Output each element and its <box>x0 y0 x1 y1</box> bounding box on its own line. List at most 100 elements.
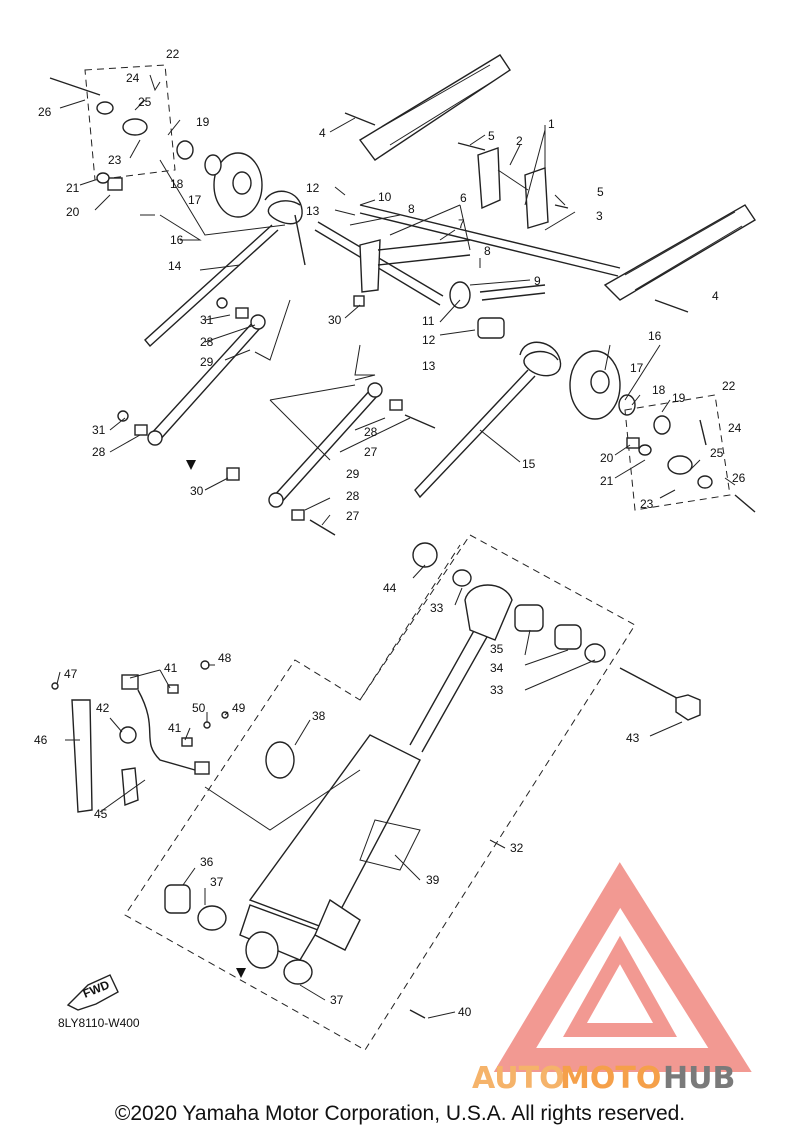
callout-28: 28 <box>200 335 214 349</box>
callout-3: 3 <box>596 209 603 223</box>
callout-15: 15 <box>522 457 536 471</box>
callout-25: 25 <box>138 95 152 109</box>
callout-4: 4 <box>712 289 719 303</box>
callout-23: 23 <box>108 153 122 167</box>
callout-29: 29 <box>346 467 360 481</box>
callout-19: 19 <box>672 391 686 405</box>
torsion-spring-right <box>414 341 562 499</box>
callout-17: 17 <box>630 361 644 375</box>
callout-18: 18 <box>652 383 666 397</box>
callout-1: 1 <box>548 117 555 131</box>
callout-46: 46 <box>34 733 48 747</box>
callout-30: 30 <box>190 484 204 498</box>
callout-14: 14 <box>168 259 182 273</box>
callout-33: 33 <box>430 601 444 615</box>
sensor-harness <box>51 660 229 813</box>
callout-24: 24 <box>126 71 140 85</box>
callout-labels: 1 2 3 4 4 5 5 6 7 8 8 9 10 11 12 12 13 1… <box>34 47 746 1019</box>
callout-41: 41 <box>164 661 178 675</box>
shaft <box>359 204 621 277</box>
torsion-spring-left <box>144 190 306 348</box>
callout-38: 38 <box>312 709 326 723</box>
callout-10: 10 <box>378 190 392 204</box>
idler-wheel-left <box>176 140 263 218</box>
watermark-logo <box>493 862 752 1072</box>
callout-9: 9 <box>534 274 541 288</box>
callout-17: 17 <box>188 193 202 207</box>
callout-37: 37 <box>210 875 224 889</box>
pin <box>479 284 546 301</box>
callout-41: 41 <box>168 721 182 735</box>
callout-21: 21 <box>66 181 80 195</box>
shock-absorber <box>239 584 513 969</box>
callout-31: 31 <box>92 423 106 437</box>
leader-lines <box>56 74 736 1019</box>
callout-28: 28 <box>346 489 360 503</box>
callout-26: 26 <box>732 471 746 485</box>
callout-26: 26 <box>38 105 52 119</box>
callout-21: 21 <box>600 474 614 488</box>
callout-40: 40 <box>458 1005 472 1019</box>
callout-39: 39 <box>426 873 440 887</box>
callout-20: 20 <box>66 205 80 219</box>
callout-22: 22 <box>166 47 180 61</box>
callout-11: 11 <box>422 314 435 328</box>
svg-text:MOTO: MOTO <box>560 1061 661 1096</box>
shock-hardware <box>164 542 701 1019</box>
svg-text:HUB: HUB <box>663 1061 735 1096</box>
callout-13: 13 <box>422 359 436 373</box>
watermark-text: AUTO MOTO HUB <box>472 1061 735 1096</box>
callout-32: 32 <box>510 841 524 855</box>
callout-20: 20 <box>600 451 614 465</box>
callout-27: 27 <box>346 509 360 523</box>
pivot-arm <box>314 221 471 309</box>
callout-27: 27 <box>364 445 378 459</box>
frame-rail-upper <box>358 54 511 161</box>
reference-markers <box>186 460 246 978</box>
callout-29: 29 <box>200 355 214 369</box>
callout-19: 19 <box>196 115 210 129</box>
callout-45: 45 <box>94 807 108 821</box>
callout-33: 33 <box>490 683 504 697</box>
callout-28: 28 <box>364 425 378 439</box>
callout-7: 7 <box>458 217 465 231</box>
callout-6: 6 <box>460 191 467 205</box>
bracket-kit-right <box>624 394 731 511</box>
link-rod-right <box>268 382 383 508</box>
callout-12: 12 <box>306 181 320 195</box>
small-fasteners <box>49 77 756 536</box>
callout-24: 24 <box>728 421 742 435</box>
callout-25: 25 <box>710 446 724 460</box>
bracket-kit-left <box>84 64 176 191</box>
callout-30: 30 <box>328 313 342 327</box>
shock-absorber-group <box>124 534 636 1051</box>
callout-35: 35 <box>490 642 504 656</box>
callout-34: 34 <box>490 661 504 675</box>
frame-rail-lower <box>603 204 756 301</box>
callout-48: 48 <box>218 651 232 665</box>
idler-wheel-right <box>569 350 671 435</box>
callout-13: 13 <box>306 204 320 218</box>
callout-37: 37 <box>330 993 344 1007</box>
callout-42: 42 <box>96 701 110 715</box>
callout-31: 31 <box>200 313 214 327</box>
diagram-code: 8LY8110-W400 <box>58 1016 140 1030</box>
callout-49: 49 <box>232 701 246 715</box>
copyright-notice: ©2020 Yamaha Motor Corporation, U.S.A. A… <box>114 1102 686 1125</box>
callout-5: 5 <box>488 129 495 143</box>
callout-16: 16 <box>170 233 184 247</box>
callout-50: 50 <box>192 701 206 715</box>
callout-22: 22 <box>722 379 736 393</box>
callout-8: 8 <box>484 244 491 258</box>
callout-2: 2 <box>516 134 523 148</box>
callout-4: 4 <box>319 126 326 140</box>
callout-36: 36 <box>200 855 214 869</box>
svg-text:AUTO: AUTO <box>472 1061 565 1096</box>
link-rod-left <box>147 314 266 446</box>
callout-44: 44 <box>383 581 397 595</box>
collar <box>477 317 505 339</box>
callout-18: 18 <box>170 177 184 191</box>
forward-arrow[interactable]: FWD <box>66 974 119 1011</box>
callout-5: 5 <box>597 185 604 199</box>
